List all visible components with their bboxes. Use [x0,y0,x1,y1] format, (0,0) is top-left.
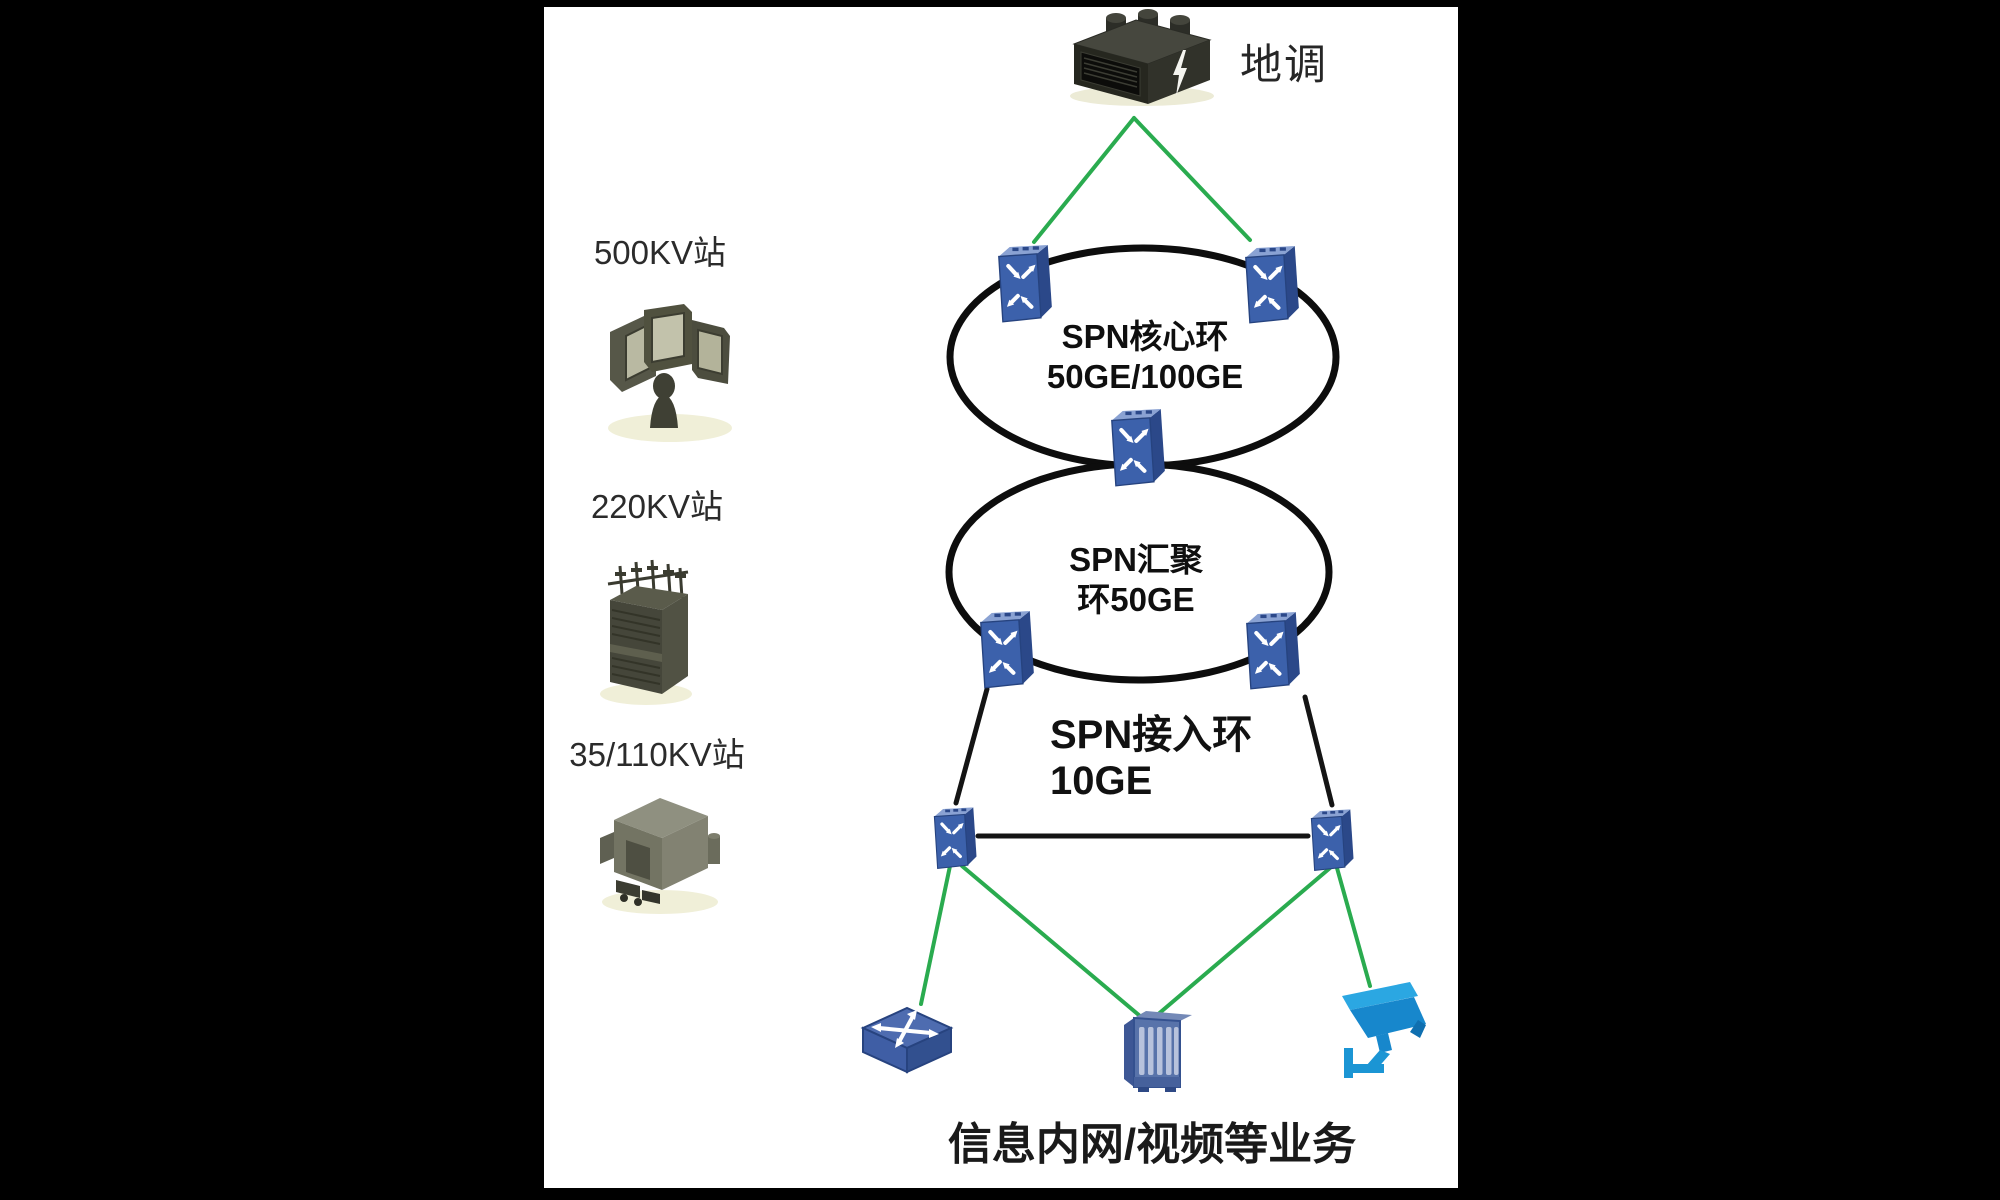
router-icon-core-left [992,235,1060,327]
core-ring-subtitle: 50GE/100GE [1046,358,1244,395]
drop-camera-line [1335,866,1372,988]
router-icon-core-bottom [1105,399,1173,491]
router-icon-core-right [1239,236,1307,328]
router-icon-access-right [1306,802,1360,874]
diagram-panel [544,7,1458,1188]
access-ring-right-line [1302,694,1335,808]
transformer-icon [600,559,692,705]
access-ring-label: SPN接入环 10GE [1050,712,1410,804]
core-ring-title: SPN核心环 [1061,318,1229,355]
access-ring-left-line [953,686,990,806]
aggregation-ring-title: SPN汇聚 [1069,541,1203,578]
bottom-caption: 信息内网/视频等业务 [947,1120,1357,1169]
uplink-left-line [1032,116,1136,244]
lan-switch-icon [860,1006,954,1074]
core-ring-label: SPN核心环 50GE/100GE [965,317,1325,397]
drop-switch-line [919,864,952,1006]
uplink-right-line [1132,116,1252,242]
cctv-camera-icon [1342,982,1426,1078]
station-label-220kv: 220KV站 [590,488,724,525]
router-icon-access-left [929,800,983,872]
drop-server-right-line [1154,866,1332,1018]
substation-building-icon [600,798,720,914]
access-ring-title: SPN接入环 [1050,713,1253,757]
server-chassis-icon [1124,1011,1192,1092]
station-label-35-110kv: 35/110KV站 [569,736,745,773]
access-ring-subtitle: 10GE [1050,759,1153,803]
power-dispatch-device-icon [1070,9,1214,106]
dispatch-label: 地调 [1240,41,1329,88]
drop-server-left-line [960,864,1142,1018]
control-room-icon [608,304,732,442]
aggregation-ring-label: SPN汇聚 环50GE [956,540,1316,620]
station-label-500kv: 500KV站 [593,234,727,271]
aggregation-ring-subtitle: 环50GE [1077,581,1195,618]
